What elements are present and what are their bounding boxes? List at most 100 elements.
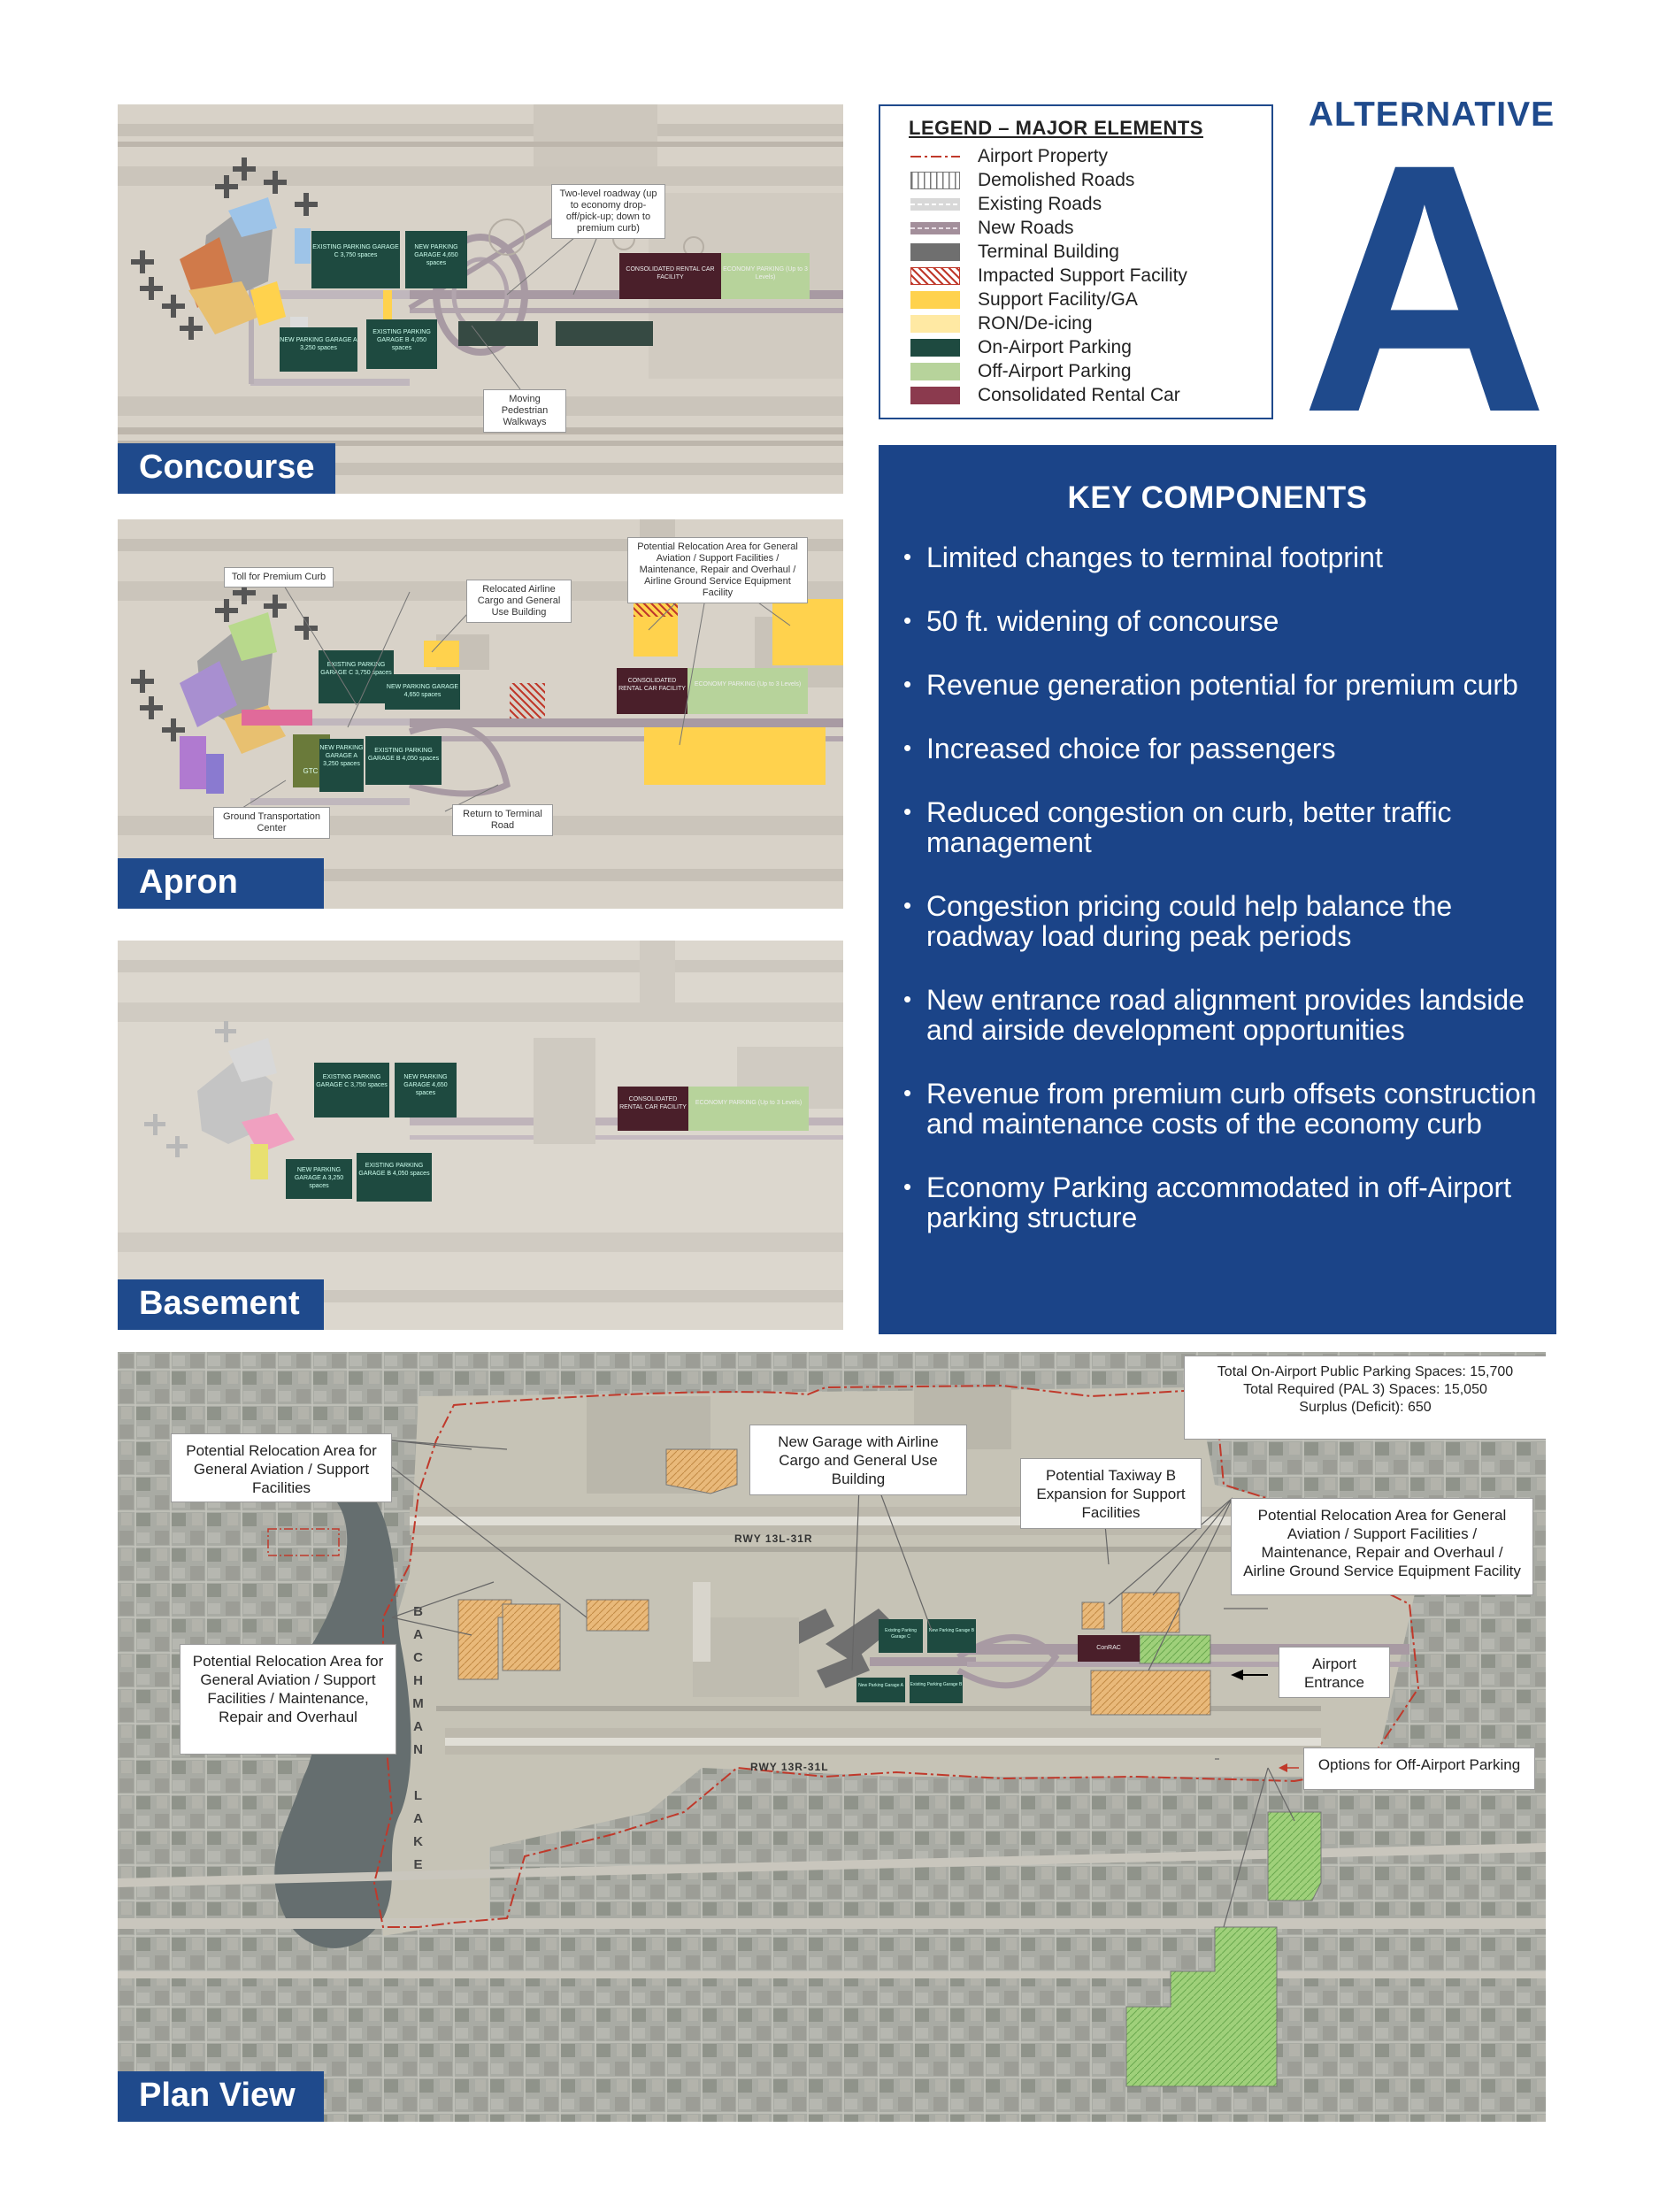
legend-label: Demolished Roads [978,170,1135,190]
apron-impacted-facility-2 [510,683,545,718]
legend-item-on-airport-parking: On-Airport Parking [910,337,1132,358]
concourse-garage-a-text: NEW PARKING GARAGE A 3,250 spaces [280,337,357,351]
legend-item-off-airport-parking: Off-Airport Parking [910,361,1132,382]
plan-garage-b: Existing Parking Garage B [910,1675,963,1703]
swatch-icon [910,291,960,309]
apron-rental-car: CONSOLIDATED RENTAL CAR FACILITY [617,668,687,714]
key-component-item: Revenue from premium curb offsets constr… [902,1078,1539,1139]
callout-new-garage-text: New Garage with Airline Cargo and Genera… [778,1433,939,1487]
apron-support-facility-2 [772,599,843,665]
apron-gtc-note: Ground Transportation Center [213,807,330,839]
apron-economy-parking: ECONOMY PARKING (Up to 3 Levels) [687,668,808,714]
apron-garage-a-text: NEW PARKING GARAGE A 3,250 spaces [319,745,364,767]
callout-ga-north-text: Potential Relocation Area for General Av… [186,1442,377,1496]
alternative-letter: A [1292,90,1557,486]
concourse-panel: EXISTING PARKING GARAGE C 3,750 spaces N… [118,104,843,494]
callout-new-garage: New Garage with Airline Cargo and Genera… [749,1425,967,1495]
key-component-item: Increased choice for passengers [902,733,1539,764]
key-component-item: Economy Parking accommodated in off-Airp… [902,1171,1539,1233]
key-component-item: 50 ft. widening of concourse [902,605,1539,636]
legend-item-ron-deicing: RON/De-icing [910,313,1093,334]
alternative-letter-text: A [1301,150,1548,416]
dashed-road-icon [910,198,960,211]
basement-garage-b-text: EXISTING PARKING GARAGE B 4,050 spaces [358,1163,430,1177]
concourse-economy-parking: ECONOMY PARKING (Up to 3 Levels) [721,253,810,299]
concourse-walkway-note-text: Moving Pedestrian Walkways [501,394,549,427]
apron-panel: EXISTING PARKING GARAGE C 3,750 spaces N… [118,519,843,909]
apron-relocation-note: Potential Relocation Area for General Av… [627,537,808,603]
basement-new-garage-text: NEW PARKING GARAGE 4,650 spaces [403,1074,448,1096]
legend-item-demolished-roads: Demolished Roads [910,170,1134,191]
concourse-garage-a: NEW PARKING GARAGE A 3,250 spaces [280,327,357,372]
basement-garage-a-text: NEW PARKING GARAGE A 3,250 spaces [294,1167,344,1189]
callout-ga-west-text: Potential Relocation Area for General Av… [192,1653,384,1725]
basement-economy-parking: ECONOMY PARKING (Up to 3 Levels) [688,1087,809,1131]
legend-item-rental-car: Consolidated Rental Car [910,385,1180,406]
legend-item-support-facility: Support Facility/GA [910,289,1138,311]
apron-new-garage-text: NEW PARKING GARAGE 4,650 spaces [386,684,459,698]
apron-cargo-note: Relocated Airline Cargo and General Use … [466,580,572,623]
legend-item-airport-property: Airport Property [910,146,1108,167]
apron-garage-c-text: EXISTING PARKING GARAGE C 3,750 spaces [320,662,392,676]
concourse-garage-b-text: EXISTING PARKING GARAGE B 4,050 spaces [373,329,431,351]
alternative-title: ALTERNATIVE [1308,96,1555,134]
plan-summary-box: Total On-Airport Public Parking Spaces: … [1184,1356,1546,1440]
legend-label: New Roads [978,218,1074,238]
bachman-lake-label: BACHMAN LAKE [411,1604,426,1880]
legend-label: Impacted Support Facility [978,265,1187,286]
legend-item-terminal-building: Terminal Building [910,242,1119,263]
legend-label: On-Airport Parking [978,337,1132,357]
callout-taxiway: Potential Taxiway B Expansion for Suppor… [1020,1458,1202,1529]
basement-garage-c: EXISTING PARKING GARAGE C 3,750 spaces [314,1063,389,1118]
swatch-icon [910,243,960,261]
apron-economy-text: ECONOMY PARKING (Up to 3 Levels) [694,681,802,687]
key-component-item: Congestion pricing could help balance th… [902,890,1539,951]
plan-garage-c: Existing Parking Garage C [879,1619,923,1653]
swatch-icon [910,339,960,357]
basement-panel: EXISTING PARKING GARAGE C 3,750 spaces N… [118,941,843,1330]
apron-gtc-text: GTC [303,767,319,775]
callout-entrance-text: Airport Entrance [1303,1655,1365,1691]
callout-taxiway-text: Potential Taxiway B Expansion for Suppor… [1036,1467,1186,1521]
concourse-rental-text: CONSOLIDATED RENTAL CAR FACILITY [626,266,715,280]
concourse-new-garage-text: NEW PARKING GARAGE 4,650 spaces [414,244,458,266]
legend-label: Existing Roads [978,194,1102,214]
summary-total-spaces: Total On-Airport Public Parking Spaces: … [1217,1364,1514,1379]
concourse-roadway-note: Two-level roadway (up to economy drop-of… [551,184,665,239]
apron-garage-a: NEW PARKING GARAGE A 3,250 spaces [319,739,364,792]
plan-conrac-text: ConRAC [1096,1645,1121,1651]
legend-item-existing-roads: Existing Roads [910,194,1102,215]
concourse-garage-c: EXISTING PARKING GARAGE C 3,750 spaces [311,231,400,288]
legend-label: Consolidated Rental Car [978,385,1180,405]
plan-garage-a: New Parking Garage A [856,1678,905,1702]
concourse-rental-car: CONSOLIDATED RENTAL CAR FACILITY [619,253,721,299]
apron-relocation-note-text: Potential Relocation Area for General Av… [637,541,798,598]
legend-title: LEGEND – MAJOR ELEMENTS [909,117,1203,139]
apron-cargo-note-text: Relocated Airline Cargo and General Use … [477,584,561,618]
callout-ga-west: Potential Relocation Area for General Av… [180,1644,396,1755]
concourse-new-garage: NEW PARKING GARAGE 4,650 spaces [405,231,467,288]
plan-garage-b-text: Existing Parking Garage B [910,1682,963,1687]
legend-item-impacted-support: Impacted Support Facility [910,265,1187,287]
apron-garage-b-text: EXISTING PARKING GARAGE B 4,050 spaces [367,748,440,762]
apron-rental-text: CONSOLIDATED RENTAL CAR FACILITY [618,678,686,692]
callout-ga-east-text: Potential Relocation Area for General Av… [1243,1507,1521,1579]
apron-garage-b: EXISTING PARKING GARAGE B 4,050 spaces [365,736,442,785]
concourse-label: Concourse [118,443,336,494]
legend-label: Airport Property [978,146,1109,166]
plan-view-panel: Existing Parking Garage C New Parking Ga… [118,1352,1546,2122]
plan-new-garage-text: New Parking Garage B [928,1628,975,1633]
concourse-garage-c-text: EXISTING PARKING GARAGE C 3,750 spaces [312,244,399,258]
concourse-walkway-note: Moving Pedestrian Walkways [483,389,566,433]
hatched-red-icon [910,267,960,285]
legend-box: LEGEND – MAJOR ELEMENTS Airport Property… [879,104,1273,419]
key-components-box: KEY COMPONENTS Limited changes to termin… [879,445,1556,1334]
callout-offairport-text: Options for Off-Airport Parking [1317,1756,1521,1773]
apron-garage-c: EXISTING PARKING GARAGE C 3,750 spaces [319,650,394,703]
basement-garage-a: NEW PARKING GARAGE A 3,250 spaces [286,1159,352,1199]
swatch-icon [910,387,960,404]
dashdot-line-icon [910,156,960,157]
runway-north-label: RWY 13L-31R [734,1532,813,1545]
legend-label: Off-Airport Parking [978,361,1132,381]
runway-south-label: RWY 13R-31L [750,1761,829,1773]
